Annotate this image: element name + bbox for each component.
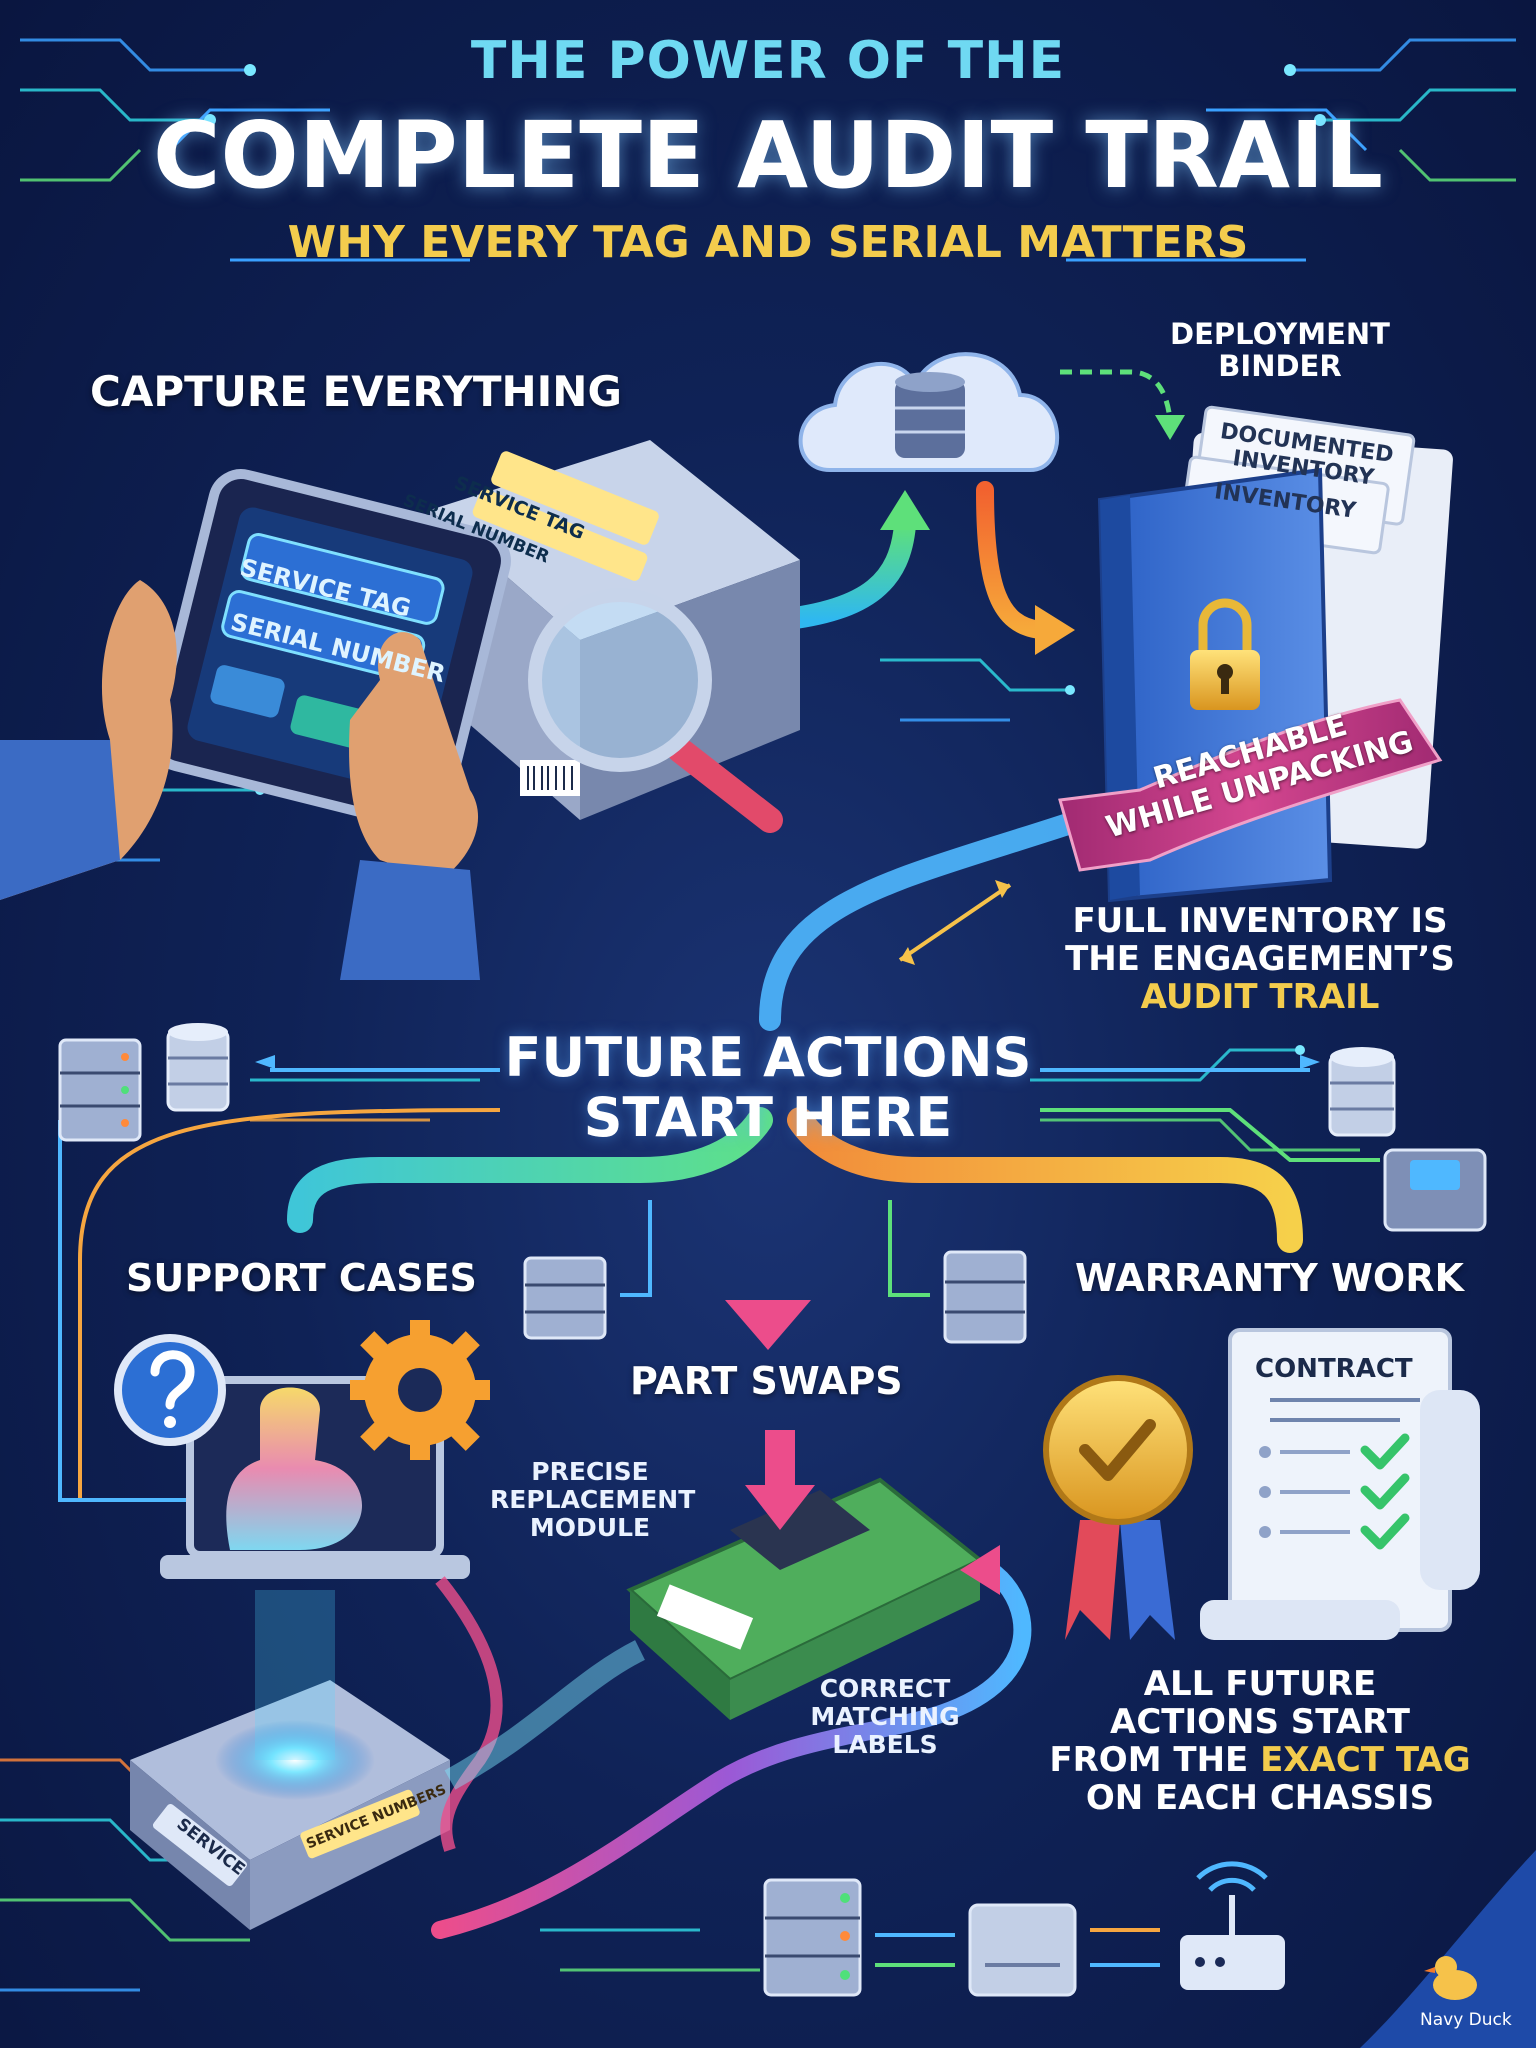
center-heading-line-2: START HERE [583, 1086, 953, 1150]
precise-line-1: PRECISE [531, 1457, 649, 1486]
warranty-note-line-1: ALL FUTURE [1143, 1664, 1377, 1704]
duck-icon [1424, 1956, 1477, 2000]
precise-line-2: REPLACEMENT [490, 1485, 696, 1514]
deployment-binder [1058, 405, 1453, 903]
double-arrow [898, 883, 1012, 962]
glow-stream [444, 1640, 645, 1790]
hands [0, 580, 480, 980]
contract-document [1200, 1328, 1480, 1640]
warranty-note-pre: FROM THE [1049, 1740, 1249, 1781]
audit-trail-note: FULL INVENTORY IS THE ENGAGEMENT’S AUDIT… [1060, 902, 1460, 1016]
database-icon [166, 1023, 230, 1112]
warranty-note: ALL FUTURE ACTIONS START FROM THE EXACT … [1040, 1665, 1480, 1817]
pink-down-arrow [745, 1430, 815, 1530]
cloud-to-binder-arrow [1060, 369, 1173, 421]
audit-note-highlight: AUDIT TRAIL [1140, 977, 1380, 1018]
contract-label: CONTRACT [1255, 1354, 1413, 1384]
database-icon [1328, 1047, 1396, 1137]
audit-note-line-1: FULL INVENTORY IS [1072, 901, 1448, 941]
capture-heading: CAPTURE EVERYTHING [90, 367, 622, 416]
parts-heading: PART SWAPS [630, 1359, 903, 1403]
magnifier-icon [528, 588, 783, 833]
cloud-database-icon [798, 352, 1060, 472]
wifi-router-icon [1180, 1861, 1285, 1990]
warranty-note-line-4: ON EACH CHASSIS [1085, 1778, 1435, 1819]
memory-module [626, 1477, 984, 1720]
binder-heading-line-2: BINDER [1218, 349, 1342, 384]
warranty-note-line-3: FROM THE EXACT TAG [1040, 1741, 1480, 1779]
warranty-heading: WARRANTY WORK [1075, 1256, 1464, 1300]
page-subtitle: WHY EVERY TAG AND SERIAL MATTERS [287, 217, 1249, 268]
server-rack-icon [1383, 1148, 1487, 1232]
down-arrow-head [725, 1300, 811, 1350]
page-curl [1360, 1850, 1536, 2048]
page-title: COMPLETE AUDIT TRAIL [153, 102, 1383, 209]
precise-line-3: MODULE [529, 1513, 651, 1542]
center-heading: FUTURE ACTIONS START HERE [468, 1026, 1068, 1150]
server-rack-icon [58, 1038, 142, 1142]
correct-line-3: LABELS [832, 1730, 938, 1759]
warranty-note-highlight: EXACT TAG [1260, 1740, 1471, 1781]
title-frame [168, 108, 1368, 262]
matching-labels-label: CORRECT MATCHING LABELS [795, 1675, 975, 1759]
binder-to-center-curve [759, 809, 1091, 1031]
side-flow-lines [58, 1068, 1380, 1502]
center-heading-line-1: FUTURE ACTIONS [504, 1026, 1032, 1089]
binder-heading: DEPLOYMENT BINDER [1150, 318, 1410, 383]
support-to-parts-flow [435, 1576, 503, 1852]
bottom-network [763, 1878, 1160, 1997]
precise-module-label: PRECISE REPLACEMENT MODULE [490, 1457, 696, 1542]
support-heading: SUPPORT CASES [126, 1256, 477, 1300]
checkmark-icon [1360, 1433, 1410, 1550]
brand-label: Navy Duck [1420, 2010, 1512, 2030]
glowing-server [130, 1590, 450, 1930]
capture-to-cloud-arrow [769, 514, 916, 631]
cloud-to-binder-down-arrow [976, 481, 1049, 639]
question-icon [114, 1334, 226, 1446]
title-kicker: THE POWER OF THE [470, 31, 1066, 91]
warranty-note-line-2: ACTIONS START [1110, 1702, 1410, 1743]
correct-line-1: CORRECT [819, 1674, 951, 1703]
swirl-flow [431, 1561, 1032, 1939]
award-badge-icon [1043, 1375, 1193, 1640]
audit-note-line-2: THE ENGAGEMENT’S [1065, 939, 1455, 980]
server-rack-icon [523, 1256, 607, 1340]
gear-icon [350, 1320, 490, 1460]
server-rack-icon [943, 1250, 1027, 1344]
correct-line-2: MATCHING [810, 1702, 960, 1731]
binder-heading-line-1: DEPLOYMENT [1170, 317, 1390, 351]
center-branches [287, 1107, 1303, 1323]
